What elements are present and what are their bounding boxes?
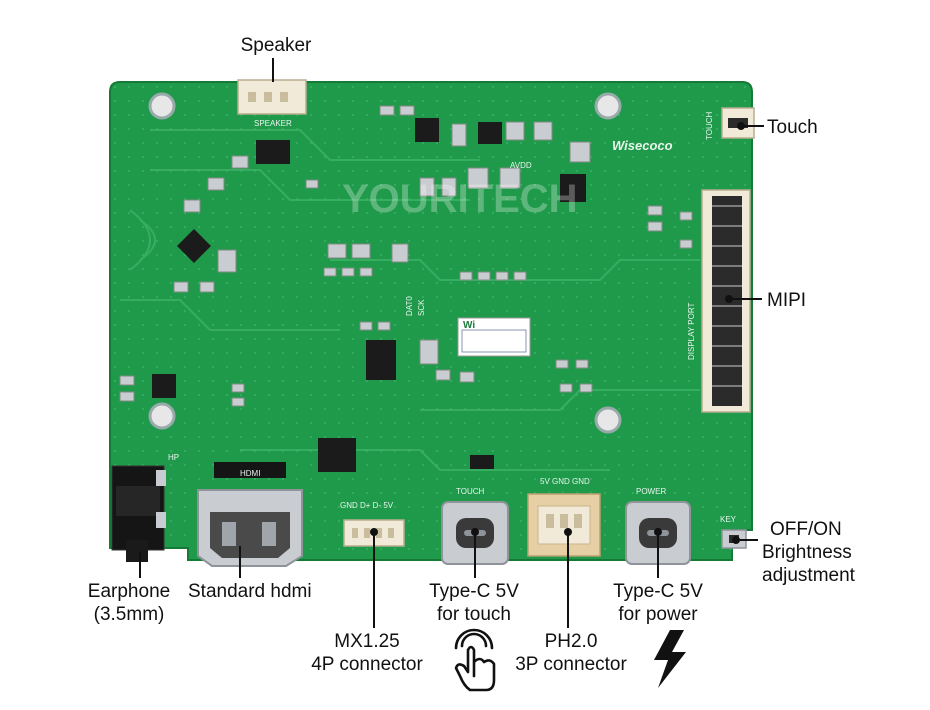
label-typec-power: Type-C 5V for power [613,581,703,625]
label-ph20-connector: PH2.0 3P connector [515,631,627,675]
silk-touch: TOUCH [456,487,485,496]
silk-mx-pins: GND D+ D- 5V [340,501,394,510]
touch-fpc-connector [721,107,755,139]
label-touch: Touch [767,117,818,138]
silk-display-port: DISPLAY PORT [687,303,696,360]
pcb-board: Wi [109,79,755,567]
serial-sticker: Wi [457,317,531,357]
passive-components [119,105,693,407]
svg-text:Wi: Wi [463,320,475,331]
watermark: YOURITECH [342,177,578,221]
lightning-bolt-icon [654,630,686,688]
earphone-jack [111,465,166,562]
hand-tap-icon [454,628,496,692]
ic-chips [152,118,586,472]
label-mx125-connector: MX1.25 4P connector [311,631,423,675]
silk-hp: HP [168,453,179,462]
label-earphone: Earphone (3.5mm) [87,581,171,625]
callout-lines [139,58,764,628]
silk-key: KEY [720,515,737,524]
silk-touch-side: TOUCH [705,111,714,140]
hdmi-connector [197,462,303,567]
label-mipi: MIPI [767,290,807,311]
ph20-connector [527,493,601,557]
label-speaker: Speaker [240,35,312,56]
label-standard-hdmi: Standard hdmi [188,581,312,602]
label-typec-touch: Type-C 5V for touch [429,581,519,625]
mounting-hole [148,92,622,434]
silk-speaker: SPEAKER [254,119,292,128]
silk-sck: SCK [417,299,426,316]
silk-avdd: AVDD [510,161,532,170]
label-offon-brightness: OFF/ON Brightness adjustment [762,519,855,586]
speaker-connector [237,79,307,115]
silk-dat0: DAT0 [405,296,414,316]
silk-power: POWER [636,487,666,496]
silk-hdmi: HDMI [240,469,260,478]
brand-logo: Wisecoco [612,138,673,153]
silk-ph-pins: 5V GND GND [540,477,590,486]
